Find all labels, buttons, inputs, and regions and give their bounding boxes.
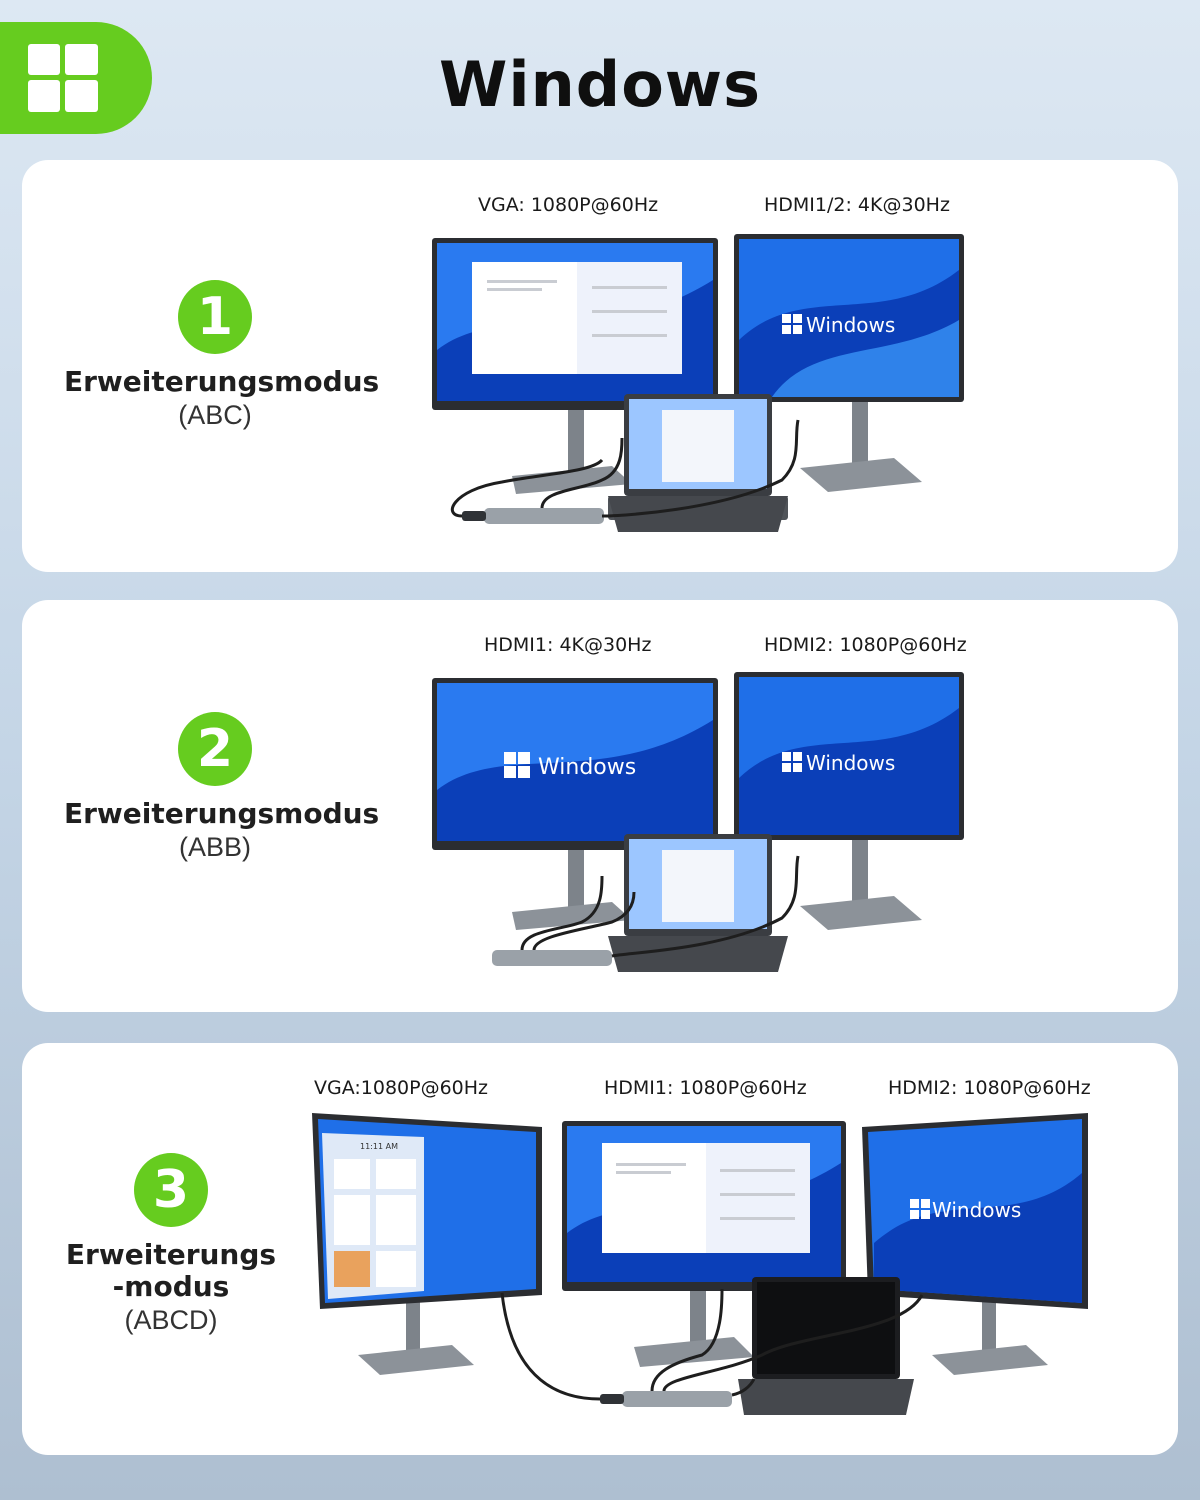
laptop (738, 1277, 914, 1415)
mode-code: (ABB) (178, 832, 251, 862)
mode-code: (ABC) (178, 400, 252, 430)
setup-illustration: 11:11 AM Wind (312, 1113, 1088, 1415)
windows-wordmark: Windows (932, 1198, 1021, 1222)
monitor-right: Windows (734, 672, 964, 930)
windows-logo-icon (504, 752, 530, 778)
setup-illustration: Windows (432, 234, 964, 532)
windows-wordmark: Windows (806, 751, 895, 775)
resolution-label-hdmi2: HDMI2: 1080P@60Hz (764, 634, 967, 656)
windows-logo-tab (0, 22, 152, 134)
mode-name: Erweiterungsmodus (64, 365, 380, 398)
mode-name: Erweiterungsmodus (64, 797, 380, 830)
laptop (608, 394, 788, 532)
mode-info: 3 Erweiterungs -modus (ABCD) (40, 1153, 302, 1335)
monitor-right: Windows (734, 234, 964, 492)
clock-text: 11:11 AM (360, 1142, 398, 1151)
mode-code: (ABCD) (124, 1305, 218, 1335)
mode-name-continued: -modus (112, 1270, 230, 1303)
mode-name: Erweiterungs (65, 1238, 277, 1271)
mode-info: 2 Erweiterungsmodus (ABB) (64, 712, 380, 862)
resolution-label-vga: VGA: 1080P@60Hz (478, 194, 659, 216)
panel-mode-1: 1 Erweiterungsmodus (ABC) VGA: 1080P@60H… (22, 160, 1178, 572)
monitor-right: Windows (862, 1113, 1088, 1375)
windows-logo-icon (782, 752, 802, 772)
resolution-label-hdmi: HDMI1/2: 4K@30Hz (764, 194, 950, 216)
monitor-left (432, 238, 718, 494)
laptop (608, 834, 788, 972)
usb-c-hub (500, 1288, 924, 1407)
monitor-middle (562, 1121, 846, 1367)
windows-logo-icon (782, 314, 802, 334)
windows-wordmark: Windows (538, 755, 636, 780)
resolution-label-hdmi1: HDMI1: 1080P@60Hz (604, 1077, 807, 1099)
panel-mode-2: 2 Erweiterungsmodus (ABB) HDMI1: 4K@30Hz… (22, 600, 1178, 1012)
step-number-badge: 1 (178, 280, 252, 354)
windows-logo-icon (28, 44, 98, 112)
windows-logo-icon (910, 1199, 930, 1219)
windows-wordmark: Windows (806, 313, 895, 337)
monitor-left: Windows (432, 678, 718, 930)
page-title: Windows (439, 48, 761, 121)
panel-mode-3: 3 Erweiterungs -modus (ABCD) VGA:1080P@6… (22, 1043, 1178, 1455)
resolution-label-vga: VGA:1080P@60Hz (314, 1077, 489, 1099)
resolution-label-hdmi1: HDMI1: 4K@30Hz (484, 634, 652, 656)
usb-c-hub (450, 419, 800, 524)
setup-illustration: Windows Windows (432, 672, 964, 972)
step-number-badge: 3 (134, 1153, 208, 1227)
resolution-label-hdmi2: HDMI2: 1080P@60Hz (888, 1077, 1091, 1099)
monitor-left: 11:11 AM (312, 1113, 542, 1375)
usb-c-hub (492, 855, 800, 966)
mode-info: 1 Erweiterungsmodus (ABC) (64, 280, 380, 430)
step-number-badge: 2 (178, 712, 252, 786)
